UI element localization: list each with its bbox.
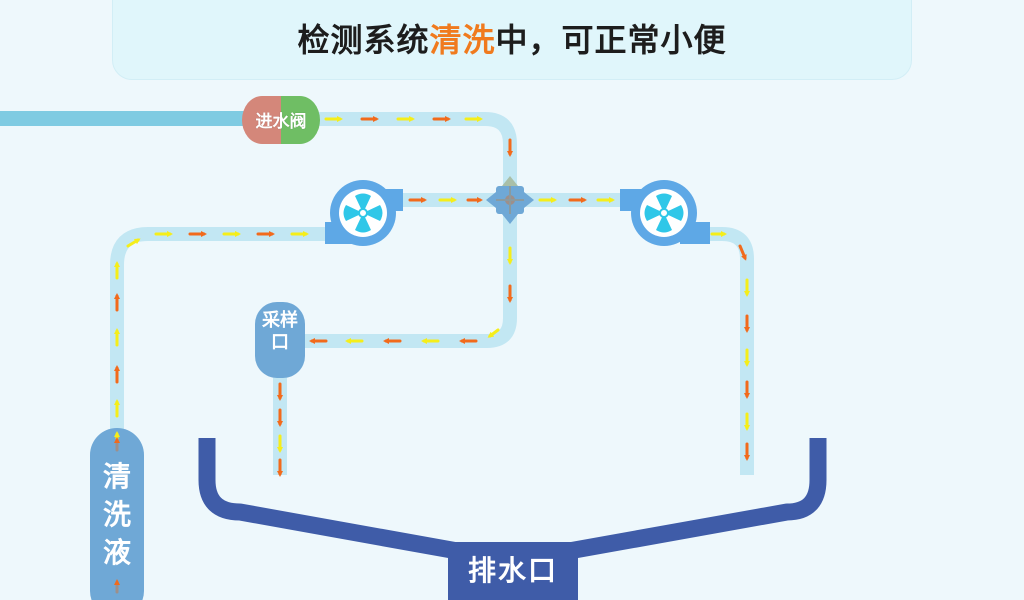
sampling-port — [255, 302, 305, 378]
flow-arrow-icon — [738, 244, 747, 261]
flow-arrow-icon — [487, 328, 500, 338]
four-way-junction-icon — [486, 176, 534, 224]
pipe-junction-to-sampling — [295, 200, 517, 348]
status-title-prefix: 检测系统 — [297, 21, 430, 59]
inlet-valve — [242, 96, 320, 144]
flow-arrows — [114, 116, 750, 594]
pipe-network — [110, 112, 754, 475]
drain-label: 排水口 — [467, 554, 558, 587]
status-title-highlight: 清洗 — [429, 21, 496, 59]
flow-arrow-icon — [126, 238, 141, 248]
sampling-port-label: 采样口 — [262, 310, 298, 353]
inlet-valve-label: 进水阀 — [255, 112, 307, 132]
centrifugal-pump-icon — [620, 180, 710, 246]
main-supply-pipe — [0, 111, 250, 126]
status-title-suffix: 中，可正常小便 — [495, 21, 727, 59]
status-banner: 检测系统清洗中，可正常小便 — [112, 0, 912, 80]
cleaning-fluid-tank — [90, 428, 144, 600]
centrifugal-pump-icon — [325, 180, 403, 246]
cleaning-fluid-label: 清洗液 — [102, 460, 131, 569]
drain-outlet — [448, 542, 578, 600]
pipe-right-pump-to-drain — [690, 227, 754, 475]
